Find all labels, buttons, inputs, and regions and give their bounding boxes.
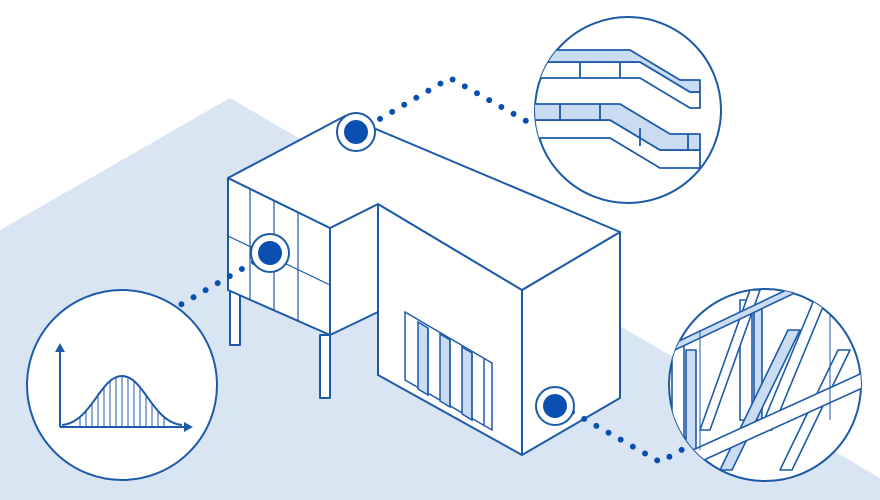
truss-detail: [668, 288, 862, 482]
curve-hatching: [79, 376, 165, 427]
facade-marker[interactable]: [250, 233, 290, 273]
connectors: [172, 74, 688, 466]
hotspot-markers: [250, 112, 575, 426]
chart-detail: [26, 289, 218, 481]
connector-roof: [365, 74, 531, 129]
roof-marker[interactable]: [336, 112, 376, 152]
duct-detail: [534, 16, 722, 204]
garage-openings: [404, 310, 493, 432]
stilt-right: [319, 334, 331, 399]
duct-icon: [535, 49, 701, 169]
connector-facade: [172, 259, 257, 311]
structure-marker[interactable]: [535, 386, 575, 426]
bell-curve-chart-icon: [55, 343, 193, 432]
stilt-left: [229, 289, 241, 346]
